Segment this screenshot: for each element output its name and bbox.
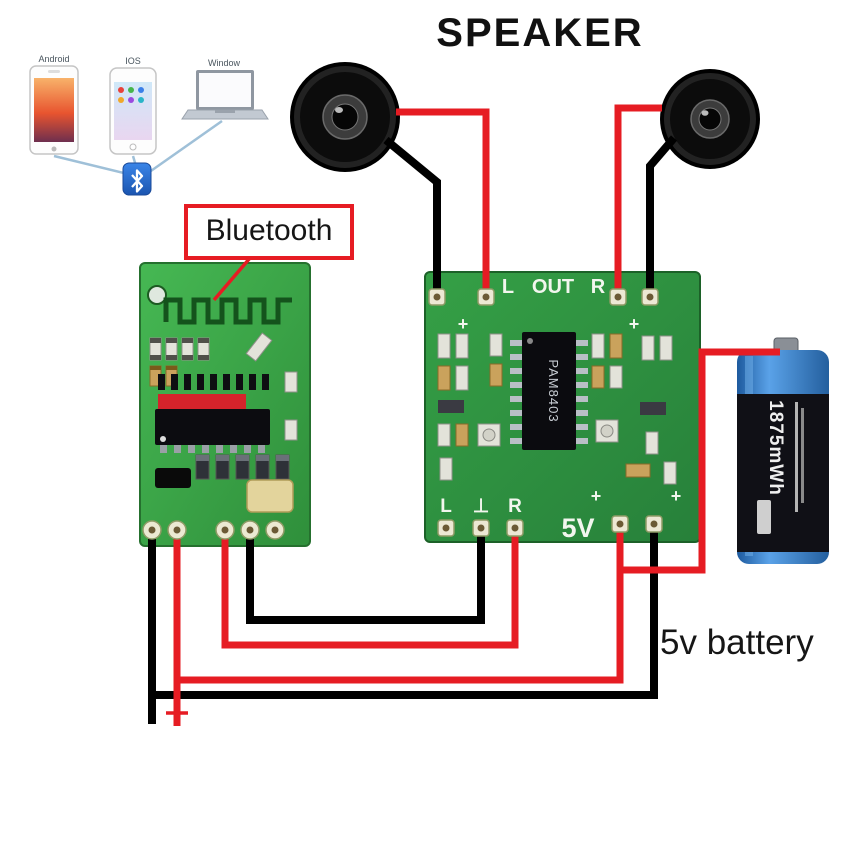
mounting-hole (147, 285, 167, 305)
battery-label-band (737, 394, 829, 552)
amp-out-l-label: L (502, 276, 514, 298)
plus-mark: + (591, 486, 602, 506)
bluetooth-callout: Bluetooth (184, 204, 354, 302)
battery-callout-label: 5v battery (660, 623, 814, 662)
antenna-trace (163, 297, 292, 325)
ios-phone-icon: IOS (109, 56, 157, 155)
plus-mark: + (458, 314, 469, 334)
windows-laptop-icon: Window (181, 58, 269, 120)
ios-label: IOS (125, 56, 141, 66)
right-speaker-black-wire (646, 135, 678, 300)
amp-components (437, 333, 677, 485)
amp-in-l-label: L (440, 496, 452, 517)
right-speaker-red-wire (614, 104, 662, 300)
left-speaker-red-wire (396, 108, 490, 300)
connection-line-android (53, 154, 129, 176)
bluetooth-callout-label: Bluetooth (206, 214, 333, 247)
battery-capacity: 1875mWh (765, 400, 786, 496)
pin-header (158, 374, 269, 390)
callout-pointer-line (212, 256, 252, 302)
amp-out-label: OUT (532, 276, 574, 298)
gnd-power-wire (152, 530, 658, 699)
plus-mark: + (629, 314, 640, 334)
left-speaker-icon (290, 62, 400, 172)
battery: 1875mWh (737, 337, 829, 564)
amp-in-r-label: R (508, 496, 522, 517)
speaker-title: SPEAKER (436, 11, 643, 55)
inductor (155, 468, 191, 488)
bt-module-pads (142, 520, 285, 540)
amplifier-board: L OUT R + + + + (424, 271, 701, 543)
android-phone-icon: Android (29, 54, 79, 155)
amp-power-label: 5V (561, 513, 594, 543)
wiring (148, 104, 780, 726)
solder-pads (142, 288, 663, 540)
gnd-signal-wire (246, 532, 485, 624)
bt-chip (155, 409, 270, 445)
amp-bottom-pads (437, 515, 663, 537)
audio-signal-wire (221, 532, 519, 649)
windows-label: Window (208, 58, 241, 68)
android-label: Android (38, 54, 69, 64)
bt-module-components (149, 332, 298, 513)
plus-mark: + (671, 486, 682, 506)
bluetooth-module-board (139, 262, 311, 547)
5v-supply-wire (177, 530, 624, 684)
amp-top-pads (428, 288, 659, 306)
right-speaker-icon (660, 69, 760, 169)
amp-chip-label: PAM8403 (546, 359, 561, 422)
amp-chip: PAM8403 (510, 332, 588, 450)
amp-out-r-label: R (591, 276, 606, 298)
connection-line-laptop (147, 119, 223, 175)
crystal (246, 479, 294, 513)
callout-box (184, 204, 354, 260)
left-speaker-black-wire (383, 136, 441, 300)
bluetooth-icon (122, 162, 152, 196)
amp-in-gnd-label: ⊥ (473, 496, 490, 517)
device-cluster: Android IOS Window (29, 54, 269, 196)
red-component (158, 394, 246, 409)
battery-positive-wire (620, 348, 780, 574)
